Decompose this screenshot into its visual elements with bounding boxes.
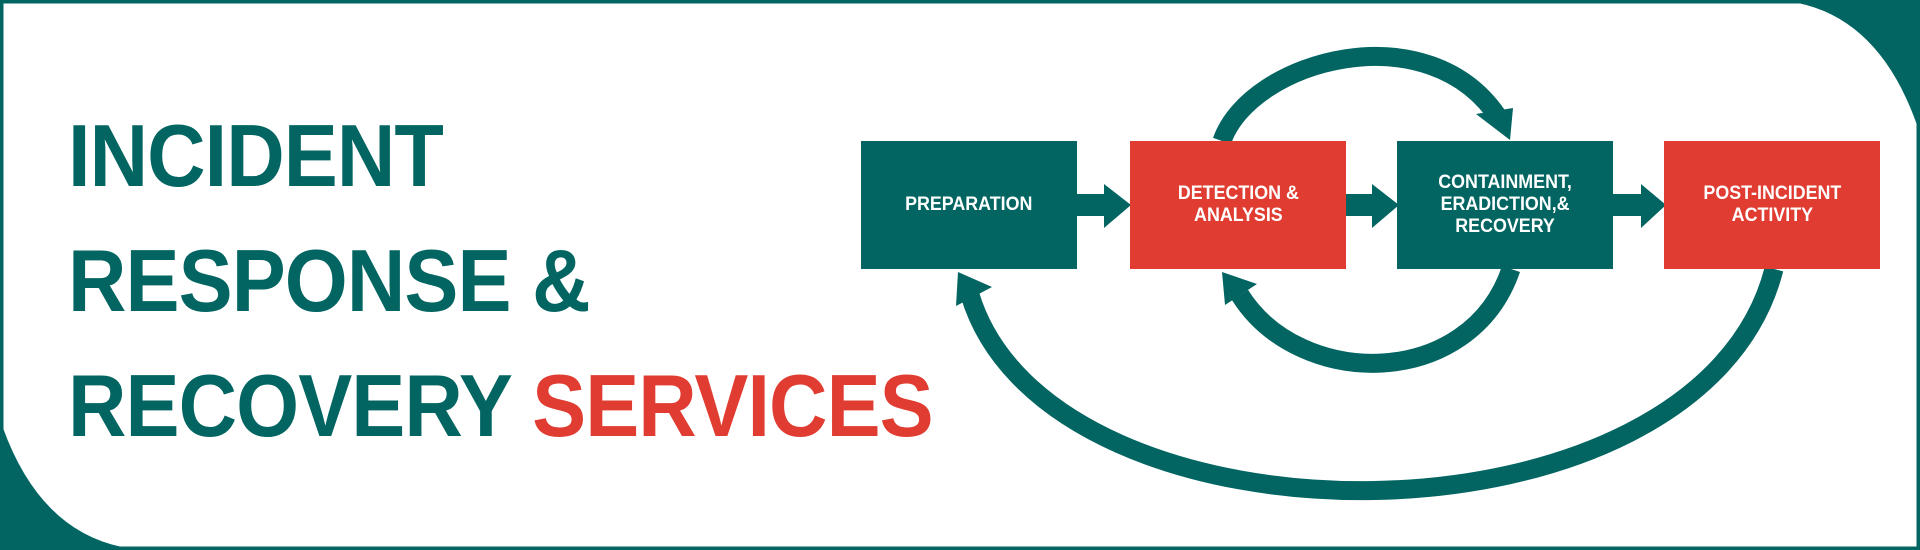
corner-decoration-top-right [1798, 3, 1917, 125]
curved-arrow-containment-to-detection [1222, 265, 1520, 373]
step-label: DETECTION & ANALYSIS [1177, 183, 1299, 226]
corner-decoration-bottom-left [3, 428, 122, 547]
step-label: PREPARATION [905, 194, 1033, 215]
arrow-containment-to-post-incident [1613, 184, 1666, 228]
curved-arrow-detection-to-containment [1213, 47, 1513, 145]
arrow-preparation-to-detection [1076, 184, 1131, 228]
curved-arrow-post-incident-to-preparation [956, 266, 1784, 500]
title-line-3-main: RECOVERY [68, 356, 511, 455]
title-line-2: RESPONSE & [68, 231, 591, 330]
title-line-3: RECOVERY SERVICES [68, 362, 934, 450]
arrow-detection-to-containment [1345, 184, 1399, 228]
step-label: CONTAINMENT, ERADICTION,& RECOVERY [1438, 172, 1572, 237]
step-detection-analysis: DETECTION & ANALYSIS [1130, 141, 1346, 269]
step-preparation: PREPARATION [861, 141, 1077, 269]
step-post-incident-activity: POST-INCIDENT ACTIVITY [1664, 141, 1880, 269]
step-label: POST-INCIDENT ACTIVITY [1703, 183, 1841, 226]
title-line-3-accent: SERVICES [532, 356, 934, 455]
step-containment-eradication-recovery: CONTAINMENT, ERADICTION,& RECOVERY [1397, 141, 1613, 269]
title-line-1: INCIDENT [68, 106, 444, 205]
